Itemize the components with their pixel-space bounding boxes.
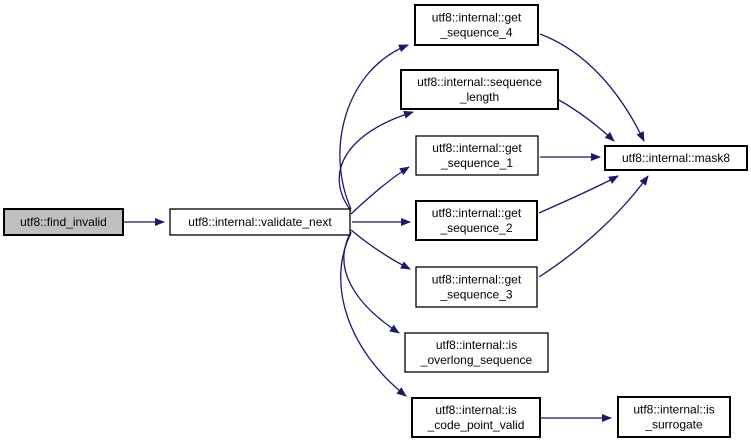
- node-is_code_point_valid-label-line1: utf8::internal::is: [435, 403, 516, 417]
- edge-get_sequence_2-mask8: [538, 175, 619, 214]
- node-get_sequence_2[interactable]: utf8::internal::get _sequence_2: [415, 200, 538, 241]
- node-get_sequence_4-label-line1: utf8::internal::get: [432, 11, 522, 25]
- node-is_surrogate-label-line2: _surrogate: [644, 418, 703, 432]
- node-get_sequence_4-box: [414, 4, 539, 46]
- node-find_invalid-box: [3, 208, 124, 236]
- edge-validate_next-sequence_length: [338, 110, 414, 212]
- node-is_code_point_valid-label-line2: _code_point_valid: [427, 418, 525, 432]
- edge-get_sequence_3-mask8: [538, 175, 649, 278]
- node-sequence_length-label-line1: utf8::internal::sequence: [417, 75, 542, 89]
- node-layer: utf8::find_invalid utf8::internal::valid…: [3, 4, 748, 438]
- edge-sequence_length-mask8: [558, 99, 615, 142]
- node-get_sequence_4[interactable]: utf8::internal::get _sequence_4: [414, 4, 539, 46]
- edge-get_sequence_4-mask8: [539, 33, 645, 142]
- edge-layer: [124, 33, 649, 422]
- node-get_sequence_3-label-line1: utf8::internal::get: [432, 273, 522, 287]
- node-is_overlong_sequence-label-line2: _overlong_sequence: [420, 353, 533, 367]
- node-is_overlong_sequence-label-line1: utf8::internal::is: [436, 338, 517, 352]
- node-find_invalid-label: utf8::find_invalid: [20, 215, 107, 229]
- node-is_code_point_valid[interactable]: utf8::internal::is _code_point_valid: [411, 397, 541, 438]
- node-sequence_length-box: [400, 69, 559, 110]
- edge-validate_next-is_overlong_sequence: [343, 231, 400, 334]
- node-get_sequence_3-box: [415, 266, 538, 308]
- node-get_sequence_2-box: [415, 200, 538, 241]
- node-validate_next[interactable]: utf8::internal::validate_next: [169, 208, 351, 236]
- node-mask8[interactable]: utf8::internal::mask8: [604, 145, 748, 171]
- node-get_sequence_2-label-line1: utf8::internal::get: [432, 206, 522, 220]
- node-sequence_length-label-line2: _length: [459, 90, 499, 104]
- node-get_sequence_2-label-line2: _sequence_2: [439, 221, 512, 235]
- node-get_sequence_1[interactable]: utf8::internal::get _sequence_1: [415, 135, 539, 176]
- node-is_surrogate-label-line1: utf8::internal::is: [633, 403, 714, 417]
- node-validate_next-label: utf8::internal::validate_next: [188, 215, 332, 229]
- edge-validate_next-get_sequence_1: [350, 166, 410, 215]
- edge-validate_next-get_sequence_4: [339, 44, 409, 210]
- node-is_surrogate[interactable]: utf8::internal::is _surrogate: [617, 396, 731, 438]
- edge-validate_next-is_code_point_valid: [340, 232, 407, 397]
- node-validate_next-box: [169, 208, 351, 236]
- node-is_code_point_valid-box: [411, 397, 541, 438]
- node-get_sequence_1-box: [415, 135, 539, 176]
- node-mask8-label: utf8::internal::mask8: [622, 151, 730, 165]
- node-get_sequence_1-label-line1: utf8::internal::get: [432, 141, 522, 155]
- node-mask8-box: [604, 145, 748, 171]
- node-is_overlong_sequence[interactable]: utf8::internal::is _overlong_sequence: [404, 332, 549, 373]
- node-is_surrogate-box: [617, 396, 731, 438]
- node-get_sequence_1-label-line2: _sequence_1: [440, 156, 513, 170]
- node-get_sequence_3[interactable]: utf8::internal::get _sequence_3: [415, 266, 538, 308]
- node-is_overlong_sequence-box: [404, 332, 549, 373]
- node-get_sequence_3-label-line2: _sequence_3: [439, 288, 512, 302]
- edge-validate_next-get_sequence_3: [350, 229, 411, 270]
- node-sequence_length[interactable]: utf8::internal::sequence _length: [400, 69, 559, 110]
- node-find_invalid: utf8::find_invalid: [3, 208, 124, 236]
- node-get_sequence_4-label-line2: _sequence_4: [439, 26, 512, 40]
